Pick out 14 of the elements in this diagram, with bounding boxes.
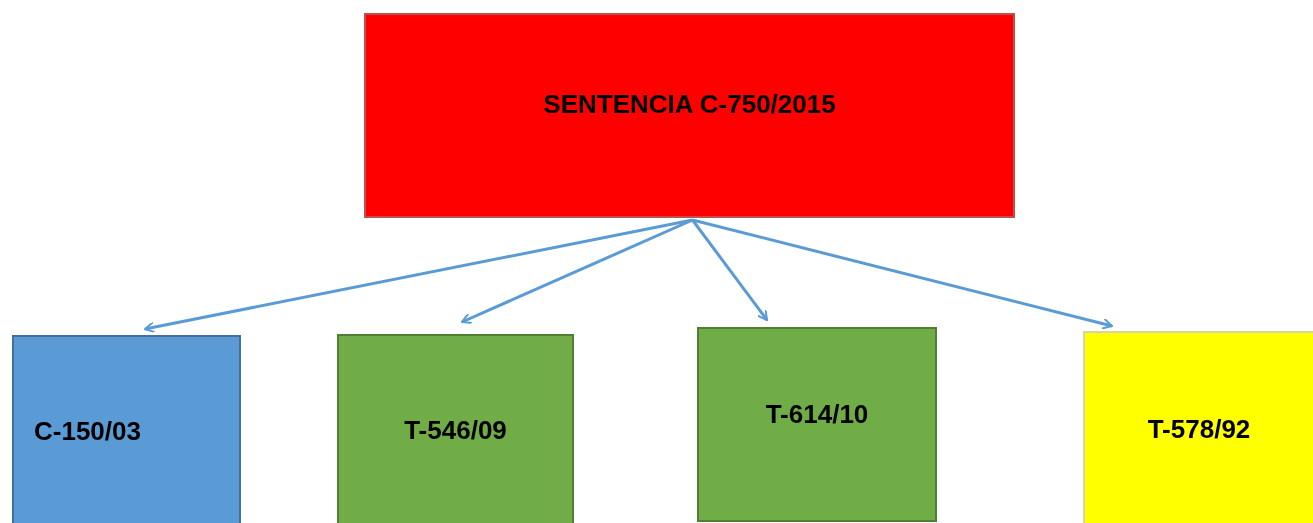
- process-box: [337, 334, 574, 523]
- process-box: [1083, 331, 1313, 523]
- box-label: T-546/09: [404, 415, 507, 446]
- arrow: [144, 218, 693, 334]
- box-label: C-150/03: [34, 415, 141, 447]
- arrow: [692, 218, 1113, 330]
- process-box: [364, 13, 1015, 218]
- process-box: [697, 327, 937, 522]
- process-box: [12, 335, 241, 523]
- arrow: [691, 219, 769, 321]
- box-label: T-614/10: [765, 399, 869, 430]
- box-label: SENTENCIA C-750/2015: [543, 89, 836, 120]
- box-label: T-578/92: [1147, 413, 1251, 445]
- arrow: [461, 218, 694, 324]
